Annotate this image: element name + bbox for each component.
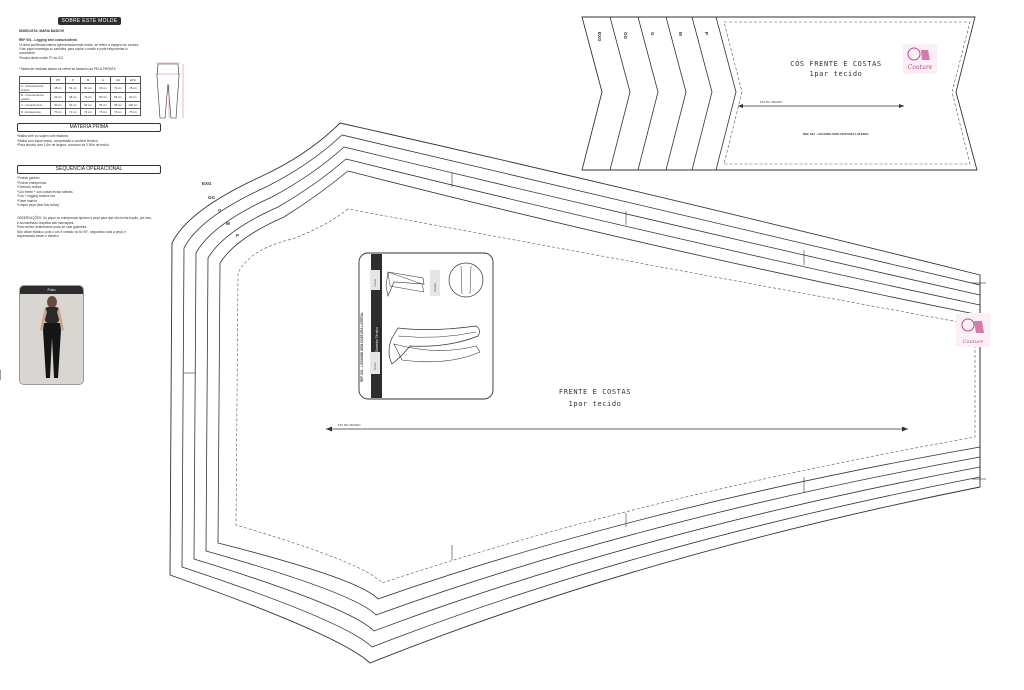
- note-2: *Use papel manteiga ou sanfolha, para co…: [19, 47, 128, 51]
- waistband-grain-label: FIO DO TECIDO: [760, 100, 783, 104]
- legging-outline-gg: [181, 134, 981, 648]
- ref-line: REF 001 - Legging sem costura lateral: [19, 38, 77, 42]
- size-col: EXG: [125, 76, 141, 84]
- seq-obs: Não utilize elástico, pois o cós é corta…: [17, 229, 127, 234]
- legging-size-label: EXG: [202, 181, 212, 186]
- tech-card-title: Desenho Técnico: [375, 327, 379, 352]
- legging-seam-line: [235, 208, 976, 584]
- materia-line-1: *Malha cirrê ou suplex com elastano: [17, 134, 69, 138]
- tech-card-back-label: Costas: [373, 278, 377, 287]
- model-silhouette: [20, 294, 83, 384]
- legging-grain-label: FIO DO TECIDO: [338, 423, 361, 427]
- legging-size-label: G: [218, 208, 222, 213]
- size-col: PP: [50, 76, 66, 84]
- seq-obs: é aconselhado respeitar tais marcações.: [17, 220, 75, 225]
- materia-header: MATÉRIA PRIMA: [17, 123, 161, 132]
- note-1: *A linha pontilhada interna apresentada …: [19, 43, 140, 47]
- legging-pattern: EXG GG G M P FIO DO TECIDO FRENTE E COST…: [169, 122, 990, 664]
- waistband-ref: REF 001 - LEGGING SEM COSTURA LATERAL: [803, 132, 869, 136]
- waistband-logo: Couture: [903, 44, 937, 74]
- page-edge-mark: [0, 370, 3, 380]
- measure-table: PP P M G GG EXG A - Circunferência cintu…: [19, 76, 141, 116]
- legging-notches: [184, 173, 986, 560]
- seq-line: *Cós frente + cós costas fechar laterais: [17, 189, 73, 194]
- sequencia-header: SEQUÊNCIA OPERACIONAL: [17, 165, 161, 174]
- table-row: B - Circunferência quadril 62 cm 68 cm 7…: [19, 92, 141, 102]
- legging-measure-diagram: [155, 62, 184, 119]
- waistband-size-label: G: [650, 32, 655, 36]
- waistband-title: CÓS FRENTE E COSTAS: [790, 59, 881, 68]
- legging-size-label: GG: [208, 195, 216, 200]
- waistband-size-label: M: [678, 32, 683, 36]
- seq-line: *Fechar gancho: [17, 176, 40, 180]
- legging-outline-exg: [169, 122, 981, 664]
- materia-line-2: *Malha com toque macio, compressão e con…: [17, 138, 99, 143]
- tech-drawing-card: REF 001 - LEGGING SEM COSTURA LATERAL De…: [358, 252, 494, 400]
- note-4: *Escala deste molde P1 ao GG.: [19, 56, 65, 60]
- seq-line: *Fazer bainha: [17, 198, 37, 203]
- waistband-outline: [581, 16, 978, 171]
- size-col: GG: [110, 76, 126, 84]
- table-header-row: PP P M G GG EXG: [19, 76, 141, 84]
- photo-label: Foto: [20, 286, 83, 294]
- tech-card-front-label: Frente: [373, 362, 377, 370]
- table-row: D - Entrepernas 70 cm 71 cm 72 cm 73 cm …: [19, 108, 141, 116]
- legging-outline-p: [217, 170, 981, 600]
- waistband-size-label: GG: [623, 32, 628, 40]
- table-title: *Tabela de medidas abaixo se refere ao t…: [19, 67, 116, 71]
- legging-size-label: M: [226, 221, 230, 226]
- legging-size-label: P: [236, 233, 239, 238]
- model-line: MODELISTA: MARIA BASICHI: [19, 29, 64, 33]
- tech-detail-circle: [448, 262, 484, 298]
- waistband-size-label: EXG: [597, 32, 602, 42]
- legging-logo-text: Couture: [963, 339, 984, 345]
- table-row: A - Circunferência cintura 48 cm 54 cm 6…: [19, 83, 141, 93]
- tech-small-legging: [385, 271, 425, 298]
- tech-card-border: [358, 252, 494, 400]
- waistband-seam-line: [723, 21, 971, 165]
- legging-logo: Couture: [956, 313, 990, 347]
- waistband-logo-text: Couture: [908, 64, 933, 71]
- size-col: G: [95, 76, 111, 84]
- tech-card-sidebar: [371, 254, 382, 398]
- tech-large-legging: [388, 325, 480, 365]
- seq-line: *Limpar peça (tirar fios soltos): [17, 203, 60, 207]
- legging-subtitle: 1par tecido: [569, 400, 622, 408]
- seq-line: *Overlock cintura: [17, 185, 42, 189]
- waistband-subtitle: 1par tecido: [810, 70, 863, 78]
- tech-card-ref: REF 001 - LEGGING SEM COSTURA LATERAL: [360, 312, 364, 382]
- legging-title: FRENTE E COSTAS: [559, 388, 631, 396]
- seq-obs: OBSERVAÇÕES: Os pique no entrepernas aju…: [17, 216, 152, 220]
- size-col: P: [65, 76, 81, 84]
- materia-line-3: *Para tecidos com 1,6m de largura, consu…: [17, 143, 110, 147]
- seq-line: *Cós + legging costura cós: [17, 194, 56, 198]
- about-header: SOBRE ESTE MOLDE: [58, 17, 121, 25]
- tech-card-detail-label: Detalhe: [433, 283, 437, 292]
- seq-obs: dispensando assim o elástico.: [17, 234, 60, 238]
- waistband-pattern: EXG GG G M P FIO DO TECIDO CÓS FRENTE E …: [581, 16, 978, 171]
- table-row: C - Comprimento 90 cm 92 cm 94 cm 96 cm …: [19, 101, 141, 109]
- seq-line: *Fechar entrepernas: [17, 180, 47, 185]
- size-col: M: [80, 76, 96, 84]
- product-photo: Foto: [19, 285, 84, 385]
- waistband-size-label: P: [704, 32, 709, 35]
- legging-outline-g: [193, 146, 981, 632]
- legging-outline-m: [205, 158, 981, 616]
- seq-obs: Para melhor acabamento pode-se usar galo…: [17, 225, 88, 229]
- note-3: novamente.: [19, 51, 36, 55]
